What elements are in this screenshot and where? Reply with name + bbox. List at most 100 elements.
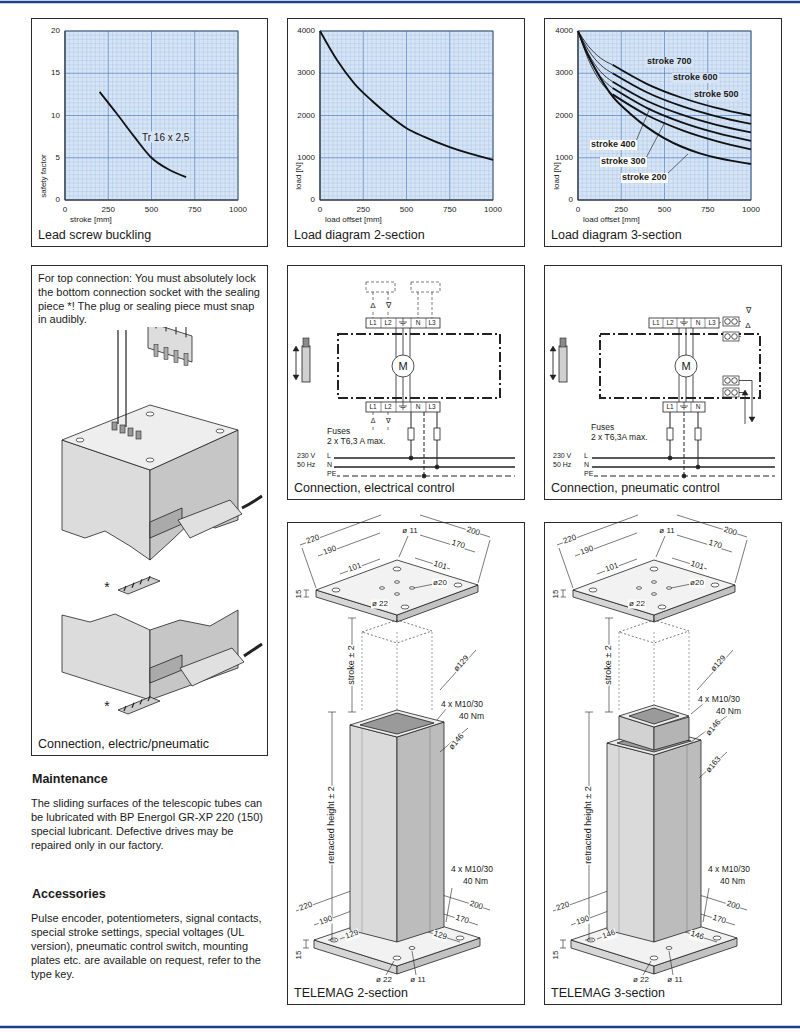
grid-line bbox=[320, 56, 493, 57]
dimension-label: 0 bbox=[55, 196, 61, 205]
extended-column bbox=[362, 632, 363, 712]
arrow-head bbox=[742, 390, 748, 395]
grid-line bbox=[320, 35, 493, 36]
actuator-icon bbox=[559, 346, 567, 382]
grid-line bbox=[65, 90, 238, 91]
control-box bbox=[366, 282, 395, 292]
grid-line bbox=[65, 81, 238, 82]
valve-symbol bbox=[732, 334, 738, 340]
grid-line bbox=[65, 170, 238, 171]
grid-line bbox=[578, 69, 751, 70]
grid-line bbox=[320, 43, 493, 44]
dimension-label: 129 bbox=[343, 928, 360, 942]
dimension-label: L bbox=[583, 452, 589, 460]
hole bbox=[456, 936, 464, 940]
hole bbox=[652, 593, 657, 596]
junction-dot bbox=[696, 465, 700, 469]
extended-column bbox=[397, 632, 398, 712]
dimension-line bbox=[340, 559, 380, 574]
hole bbox=[146, 458, 154, 462]
load-curve bbox=[613, 73, 751, 124]
dimension-label: 15 bbox=[295, 950, 304, 961]
dimension-label: 500 bbox=[657, 206, 672, 215]
page-rule bbox=[0, 1, 800, 4]
dimension-line bbox=[585, 712, 593, 713]
grid-line bbox=[578, 73, 751, 74]
dimension-line bbox=[446, 888, 452, 922]
grid-line bbox=[320, 157, 493, 158]
wire bbox=[679, 328, 680, 358]
junction-dot bbox=[682, 474, 686, 478]
arrow-head bbox=[550, 375, 556, 380]
grid-line bbox=[65, 31, 238, 32]
column bbox=[654, 740, 701, 942]
dimension-line bbox=[303, 590, 309, 591]
sealing-tooth bbox=[132, 583, 134, 588]
grid-line bbox=[65, 85, 238, 86]
grid-line bbox=[65, 195, 238, 196]
chart bbox=[65, 31, 238, 200]
grid-line bbox=[65, 107, 238, 108]
schematic-pneumatic bbox=[550, 317, 775, 478]
dimension-label: 170 bbox=[706, 539, 723, 552]
dimension-label: The sliding surfaces of the telescopic t… bbox=[31, 797, 269, 853]
grid-line bbox=[320, 94, 493, 95]
wire bbox=[679, 374, 680, 402]
grid-line bbox=[320, 149, 493, 150]
grid-line bbox=[320, 60, 493, 61]
terminal-block bbox=[663, 402, 705, 412]
ground-symbol bbox=[683, 325, 685, 326]
hole bbox=[711, 583, 719, 587]
terminal-divider bbox=[663, 318, 664, 328]
terminal-divider bbox=[411, 402, 412, 412]
dimension-label: ø129 bbox=[452, 654, 472, 675]
sealing-tooth bbox=[124, 586, 126, 591]
dimension-label: ∇ bbox=[385, 302, 392, 311]
dimension-label: 500 bbox=[399, 206, 414, 215]
middle-tube bbox=[619, 705, 689, 727]
grid-line bbox=[578, 153, 751, 154]
column bbox=[607, 743, 654, 942]
dimension-label: 3000 bbox=[554, 69, 574, 78]
grid-line bbox=[65, 200, 238, 201]
dimension-label: 200 bbox=[724, 900, 741, 913]
dimension-label: 40 Nm bbox=[458, 712, 485, 721]
grid-line bbox=[65, 77, 238, 78]
dimension-label: PE bbox=[583, 470, 594, 478]
hole bbox=[650, 567, 658, 571]
hole bbox=[658, 605, 666, 609]
dimension-line bbox=[303, 948, 309, 949]
dimension-line bbox=[328, 712, 336, 713]
dimension-label: safety factor bbox=[40, 153, 49, 199]
grid-line bbox=[320, 195, 493, 196]
plot-area bbox=[65, 31, 238, 200]
dimension-label: 4 x M10/30 bbox=[707, 865, 751, 874]
plot-area bbox=[320, 31, 493, 200]
dimension-label: 129 bbox=[431, 930, 448, 943]
telemag-drawing bbox=[296, 515, 490, 975]
dimension-label: ø163 bbox=[704, 754, 724, 775]
dimension-label: 40 Nm bbox=[715, 707, 742, 716]
dimension-line bbox=[597, 559, 637, 574]
socket bbox=[150, 655, 182, 683]
dimension-line bbox=[303, 940, 309, 941]
dimension-label: 15 bbox=[552, 950, 561, 961]
dimension-label: M bbox=[397, 360, 408, 372]
dimension-label: 101 bbox=[346, 561, 363, 575]
grid-line bbox=[578, 187, 751, 188]
control-box bbox=[411, 282, 440, 292]
grid-line bbox=[320, 64, 493, 65]
dimension-line bbox=[563, 590, 564, 597]
load-curve bbox=[578, 31, 613, 94]
actuator-icon bbox=[560, 338, 566, 347]
axis bbox=[578, 200, 751, 201]
arrow bbox=[296, 348, 297, 378]
grid-line bbox=[320, 102, 493, 103]
column-groove bbox=[362, 729, 363, 934]
ground-symbol bbox=[401, 323, 406, 324]
dimension-label: ø20 bbox=[689, 579, 705, 588]
dimension-label: ø 11 bbox=[658, 527, 675, 536]
ground-symbol bbox=[403, 402, 404, 406]
hole bbox=[393, 956, 401, 960]
dimension-label: retracted height ± 2 bbox=[584, 785, 594, 864]
